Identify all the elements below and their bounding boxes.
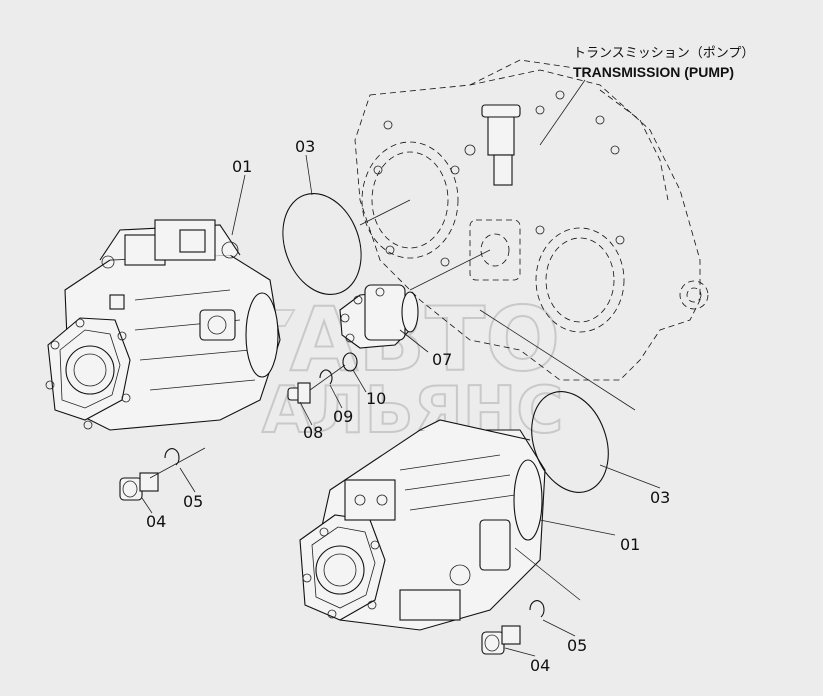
label-09: 09 — [333, 407, 353, 426]
label-03-lower: 03 — [650, 488, 670, 507]
label-05-upper: 05 — [183, 492, 203, 511]
leader-lines — [141, 79, 661, 657]
bolt-small — [287, 382, 311, 404]
label-07: 07 — [432, 350, 452, 369]
assembly-lines — [149, 199, 636, 601]
label-01-upper: 01 — [232, 157, 252, 176]
bolt-lower — [481, 625, 521, 655]
label-10: 10 — [366, 389, 386, 408]
label-08: 08 — [303, 423, 323, 442]
label-03-upper: 03 — [295, 137, 315, 156]
transmission-caption-jp: トランスミッション（ポンプ） — [573, 46, 754, 61]
label-04-lower: 04 — [530, 656, 550, 675]
gear-pump — [339, 284, 419, 349]
watermark-line1: АВТО — [290, 288, 560, 391]
label-04-upper: 04 — [146, 512, 166, 531]
o-ring-lower — [531, 391, 609, 493]
o-ring-upper — [282, 192, 362, 296]
label-05-lower: 05 — [567, 636, 587, 655]
bolt-upper — [119, 472, 159, 501]
washer-upper — [164, 448, 180, 466]
hydraulic-pump-upper — [45, 219, 281, 431]
washer-small — [319, 369, 333, 385]
washer-lower — [529, 600, 545, 618]
label-01-lower: 01 — [620, 535, 640, 554]
o-ring-small — [342, 352, 358, 372]
transmission-caption-en: TRANSMISSION (PUMP) — [573, 64, 734, 80]
transmission-housing — [354, 59, 709, 381]
hydraulic-pump-lower — [299, 419, 546, 631]
